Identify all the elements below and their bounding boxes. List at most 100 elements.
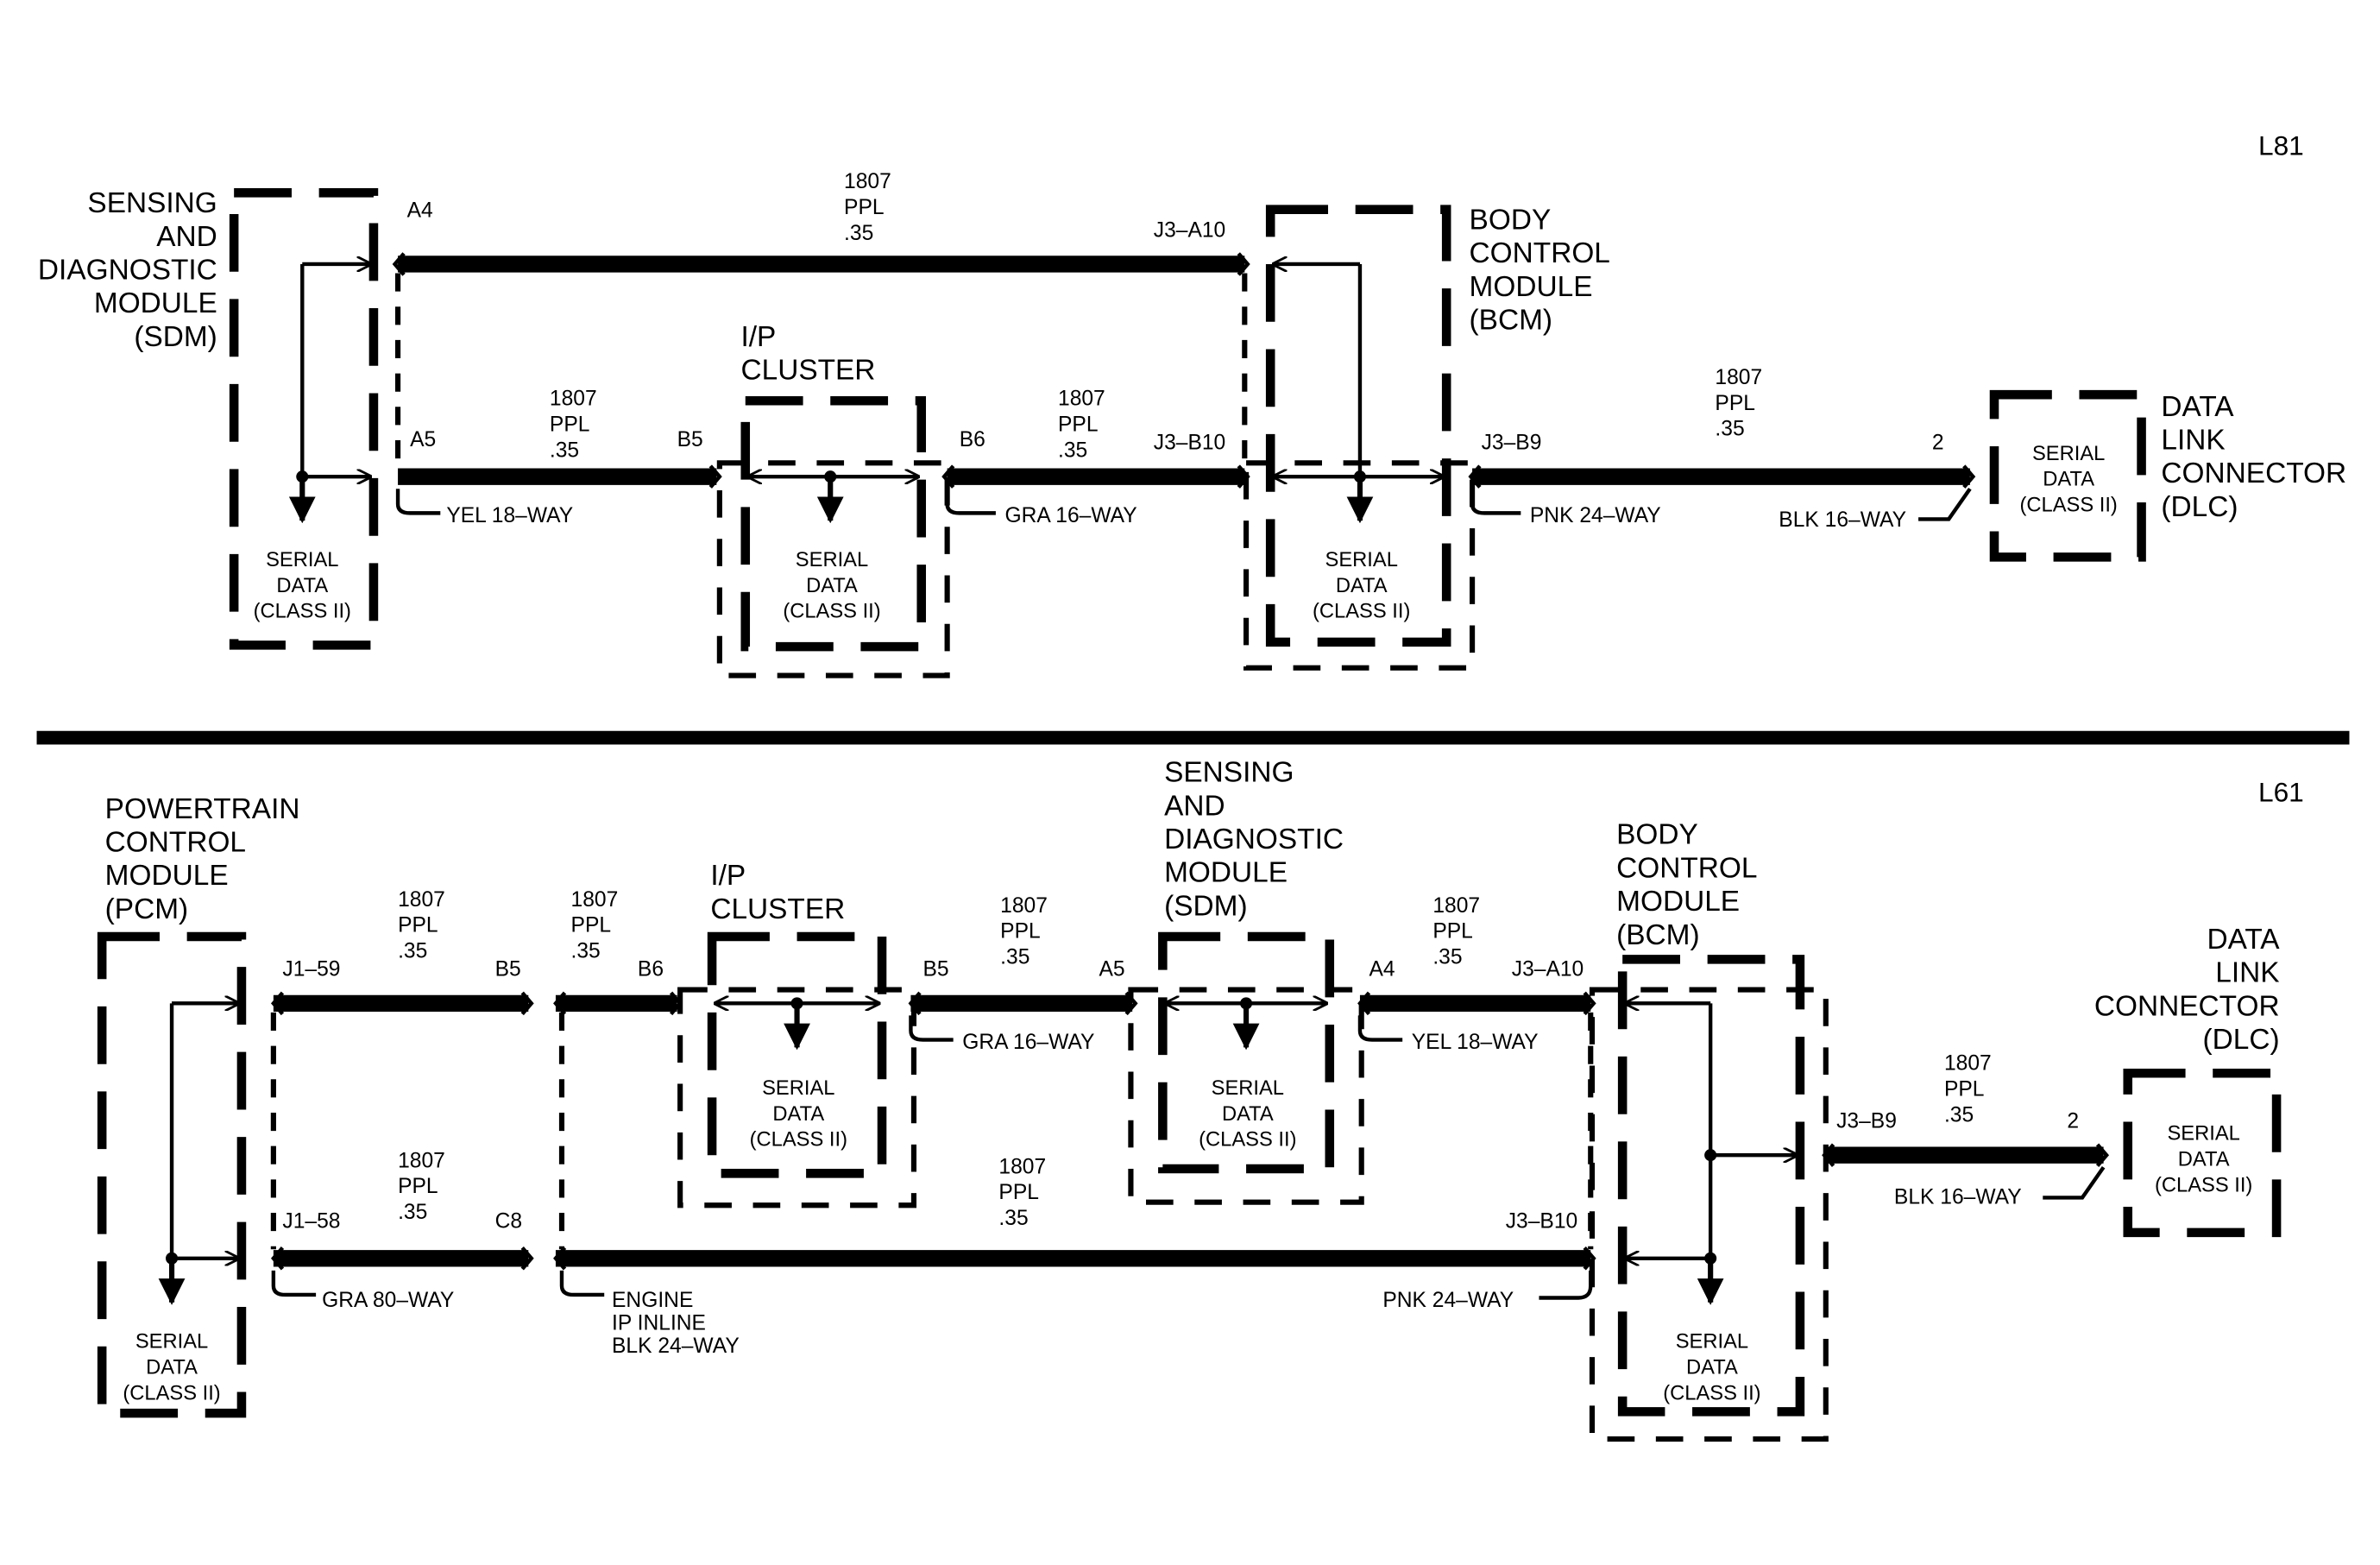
wire-spec-bottom-4: 1807 PPL .35 [1432, 894, 1480, 969]
svg-text:1807: 1807 [1715, 366, 1762, 389]
svg-text:DATA: DATA [806, 575, 858, 597]
sdm-internal-top [288, 264, 370, 524]
svg-text:PPL: PPL [1944, 1078, 1985, 1101]
svg-text:ENGINE: ENGINE [612, 1289, 693, 1312]
svg-text:PPL: PPL [1715, 392, 1755, 415]
conn-blk16-top: BLK 16–WAY [1779, 508, 1906, 532]
pin-j3-b10-bottom: J3–B10 [1506, 1210, 1577, 1234]
svg-text:(CLASS II): (CLASS II) [1199, 1129, 1296, 1152]
svg-text:CONNECTOR: CONNECTOR [2094, 990, 2280, 1022]
pin-j3-b9-bottom: J3–B9 [1836, 1110, 1897, 1133]
pin-j1-58-bottom: J1–58 [282, 1210, 340, 1234]
bcm-box-top [1265, 205, 1451, 647]
wire-spec-bottom-6: 1807 PPL .35 [998, 1155, 1046, 1230]
leader-yel18-bottom [1357, 1015, 1403, 1042]
svg-text:1807: 1807 [1432, 894, 1480, 918]
pin-b5b-bottom: B5 [923, 958, 949, 981]
sdm-box-top [229, 188, 379, 650]
pin-j3-b10-top: J3–B10 [1154, 432, 1225, 455]
svg-text:1807: 1807 [398, 1149, 445, 1172]
wire-spec-top-4: 1807 PPL .35 [1715, 366, 1762, 441]
svg-text:SERIAL: SERIAL [1676, 1331, 1748, 1354]
wire-spec-top-3: 1807 PPL .35 [1058, 388, 1105, 463]
svg-text:(DLC): (DLC) [2161, 491, 2238, 523]
ip-cluster-outer-bottom [677, 987, 917, 1208]
svg-text:PPL: PPL [398, 1175, 438, 1198]
svg-text:.35: .35 [1944, 1104, 1974, 1127]
conn-yel18-top: YEL 18–WAY [446, 504, 573, 527]
svg-text:AND: AND [1164, 790, 1225, 822]
svg-text:.35: .35 [398, 940, 427, 963]
variant-label-top: L81 [2258, 129, 2304, 161]
pin-dlc-top: 2 [1932, 432, 1944, 455]
svg-text:.35: .35 [844, 222, 873, 245]
svg-text:CLUSTER: CLUSTER [710, 893, 845, 925]
leader-yel18-top [395, 489, 441, 515]
svg-text:PPL: PPL [1058, 413, 1099, 436]
wire-spec-top-1: 1807 PPL .35 [844, 170, 891, 245]
pin-c8-bottom: C8 [495, 1210, 522, 1234]
wire-spec-bottom-5: 1807 PPL .35 [398, 1149, 445, 1224]
ip-cluster-title-top: I/P CLUSTER [740, 321, 875, 387]
svg-text:SERIAL: SERIAL [796, 549, 868, 571]
svg-text:DATA: DATA [2161, 391, 2234, 423]
bcm-serial-data-top: SERIAL DATA (CLASS II) [1313, 549, 1410, 623]
pin-b6-top: B6 [960, 428, 985, 451]
leader-engine-inline [559, 1270, 605, 1297]
svg-text:SERIAL: SERIAL [2167, 1123, 2239, 1145]
svg-text:(CLASS II): (CLASS II) [783, 601, 880, 623]
pin-a4-bottom: A4 [1369, 958, 1395, 981]
svg-text:1807: 1807 [398, 888, 445, 912]
bcm-outer-bottom [1589, 987, 1829, 1442]
conn-engine-inline-bottom: ENGINE IP INLINE BLK 24–WAY [612, 1289, 740, 1358]
pin-j1-59-bottom: J1–59 [282, 958, 340, 981]
svg-text:DATA: DATA [2207, 924, 2280, 956]
svg-text:I/P: I/P [710, 860, 746, 892]
svg-text:MODULE: MODULE [105, 860, 229, 892]
conn-yel18-bottom: YEL 18–WAY [1412, 1031, 1539, 1054]
term-j158 [270, 1246, 285, 1271]
conn-gra80-bottom: GRA 80–WAY [322, 1289, 454, 1312]
ip-cluster-title-bottom: I/P CLUSTER [710, 860, 845, 925]
svg-text:.35: .35 [1058, 439, 1087, 462]
sdm-title-bottom: SENSING AND DIAGNOSTIC MODULE (SDM) [1164, 757, 1344, 923]
svg-text:.35: .35 [550, 439, 579, 462]
svg-text:SERIAL: SERIAL [2032, 443, 2105, 465]
svg-text:(CLASS II): (CLASS II) [1313, 601, 1410, 623]
pcm-serial-data-bottom: SERIAL DATA (CLASS II) [123, 1331, 220, 1405]
term-j3b9-bottom [1822, 1143, 1835, 1167]
svg-text:.35: .35 [1000, 946, 1029, 969]
svg-text:(BCM): (BCM) [1470, 305, 1552, 337]
svg-text:SERIAL: SERIAL [135, 1331, 208, 1354]
wire-spec-bottom-1: 1807 PPL .35 [398, 888, 445, 963]
svg-text:(PCM): (PCM) [105, 893, 188, 925]
svg-text:1807: 1807 [1058, 388, 1105, 411]
svg-text:1807: 1807 [1944, 1052, 1992, 1076]
svg-text:DATA: DATA [146, 1356, 198, 1379]
svg-text:CONTROL: CONTROL [105, 827, 246, 859]
svg-text:DATA: DATA [772, 1103, 824, 1126]
svg-text:.35: .35 [1432, 946, 1462, 969]
svg-text:(CLASS II): (CLASS II) [750, 1129, 847, 1152]
sdm-box-bottom [1158, 931, 1335, 1174]
dlc-box-top [1989, 389, 2146, 562]
svg-text:DATA: DATA [1336, 575, 1388, 597]
svg-text:SERIAL: SERIAL [762, 1077, 834, 1100]
leader-pnk24-bottom [1539, 1270, 1593, 1300]
svg-text:1807: 1807 [844, 170, 891, 193]
svg-text:BODY: BODY [1616, 819, 1698, 851]
svg-text:MODULE: MODULE [1164, 857, 1288, 889]
svg-text:SERIAL: SERIAL [266, 549, 338, 571]
svg-text:PPL: PPL [1000, 920, 1041, 943]
pcm-box-bottom [97, 931, 247, 1418]
bcm-box-bottom [1617, 955, 1805, 1417]
sdm-title-top: SENSING AND DIAGNOSTIC MODULE (SDM) [38, 187, 217, 353]
svg-text:(SDM): (SDM) [1164, 890, 1247, 922]
pin-j3-b9-top: J3–B9 [1482, 432, 1542, 455]
conn-pnk24-top: PNK 24–WAY [1530, 504, 1661, 527]
svg-text:.35: .35 [1715, 418, 1744, 441]
svg-text:.35: .35 [998, 1207, 1028, 1230]
svg-text:1807: 1807 [998, 1155, 1046, 1178]
pin-a5-top: A5 [410, 428, 436, 451]
dlc-box-bottom [2123, 1068, 2282, 1238]
